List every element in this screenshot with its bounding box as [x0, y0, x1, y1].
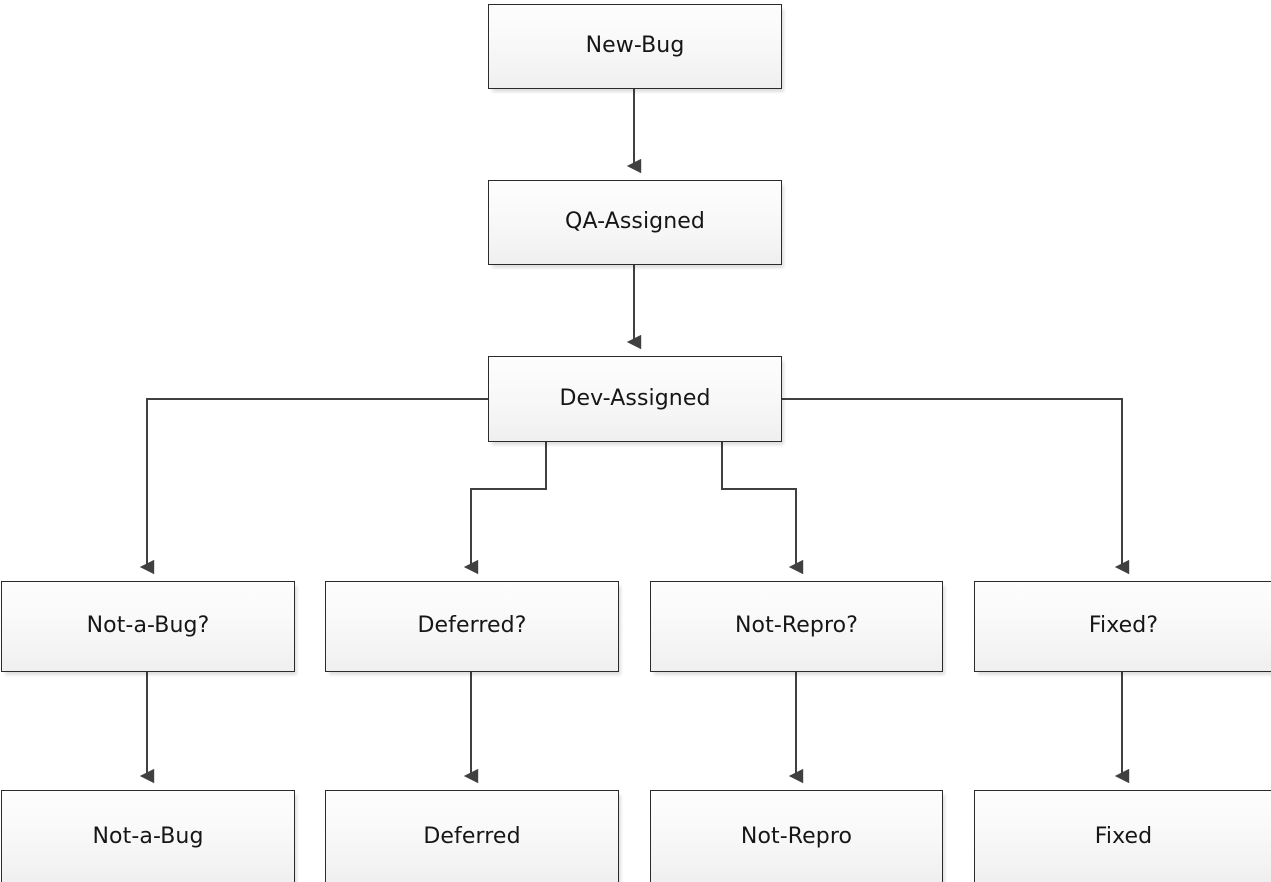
connector-e-dev-deferredq	[463, 442, 547, 575]
node-label-deferred-q: Deferred?	[417, 613, 527, 639]
node-label-fixed: Fixed	[1094, 823, 1153, 849]
node-not-a-bug[interactable]: Not-a-Bug	[1, 790, 295, 882]
connector-e-dev-notreproq	[721, 442, 804, 575]
node-label-not-repro-q: Not-Repro?	[735, 613, 858, 639]
connector-e-dev-notabugq	[139, 398, 488, 575]
node-label-qa-assigned: QA-Assigned	[565, 209, 705, 235]
node-label-not-a-bug-q: Not-a-Bug?	[86, 613, 210, 639]
node-new-bug[interactable]: New-Bug	[488, 4, 782, 89]
connector-e-dev-fixedq	[782, 398, 1130, 575]
node-qa-assigned[interactable]: QA-Assigned	[488, 180, 782, 265]
node-deferred[interactable]: Deferred	[325, 790, 619, 882]
node-label-not-a-bug: Not-a-Bug	[92, 823, 204, 849]
node-dev-assigned[interactable]: Dev-Assigned	[488, 356, 782, 442]
node-fixed[interactable]: Fixed	[974, 790, 1271, 882]
node-label-new-bug: New-Bug	[585, 33, 685, 59]
node-label-deferred: Deferred	[423, 823, 521, 849]
node-label-not-repro: Not-Repro	[740, 823, 853, 849]
node-not-repro-q[interactable]: Not-Repro?	[650, 581, 943, 672]
node-deferred-q[interactable]: Deferred?	[325, 581, 619, 672]
node-not-a-bug-q[interactable]: Not-a-Bug?	[1, 581, 295, 672]
node-label-fixed-q: Fixed?	[1088, 613, 1159, 639]
node-fixed-q[interactable]: Fixed?	[974, 581, 1271, 672]
node-not-repro[interactable]: Not-Repro	[650, 790, 943, 882]
node-label-dev-assigned: Dev-Assigned	[559, 385, 711, 411]
